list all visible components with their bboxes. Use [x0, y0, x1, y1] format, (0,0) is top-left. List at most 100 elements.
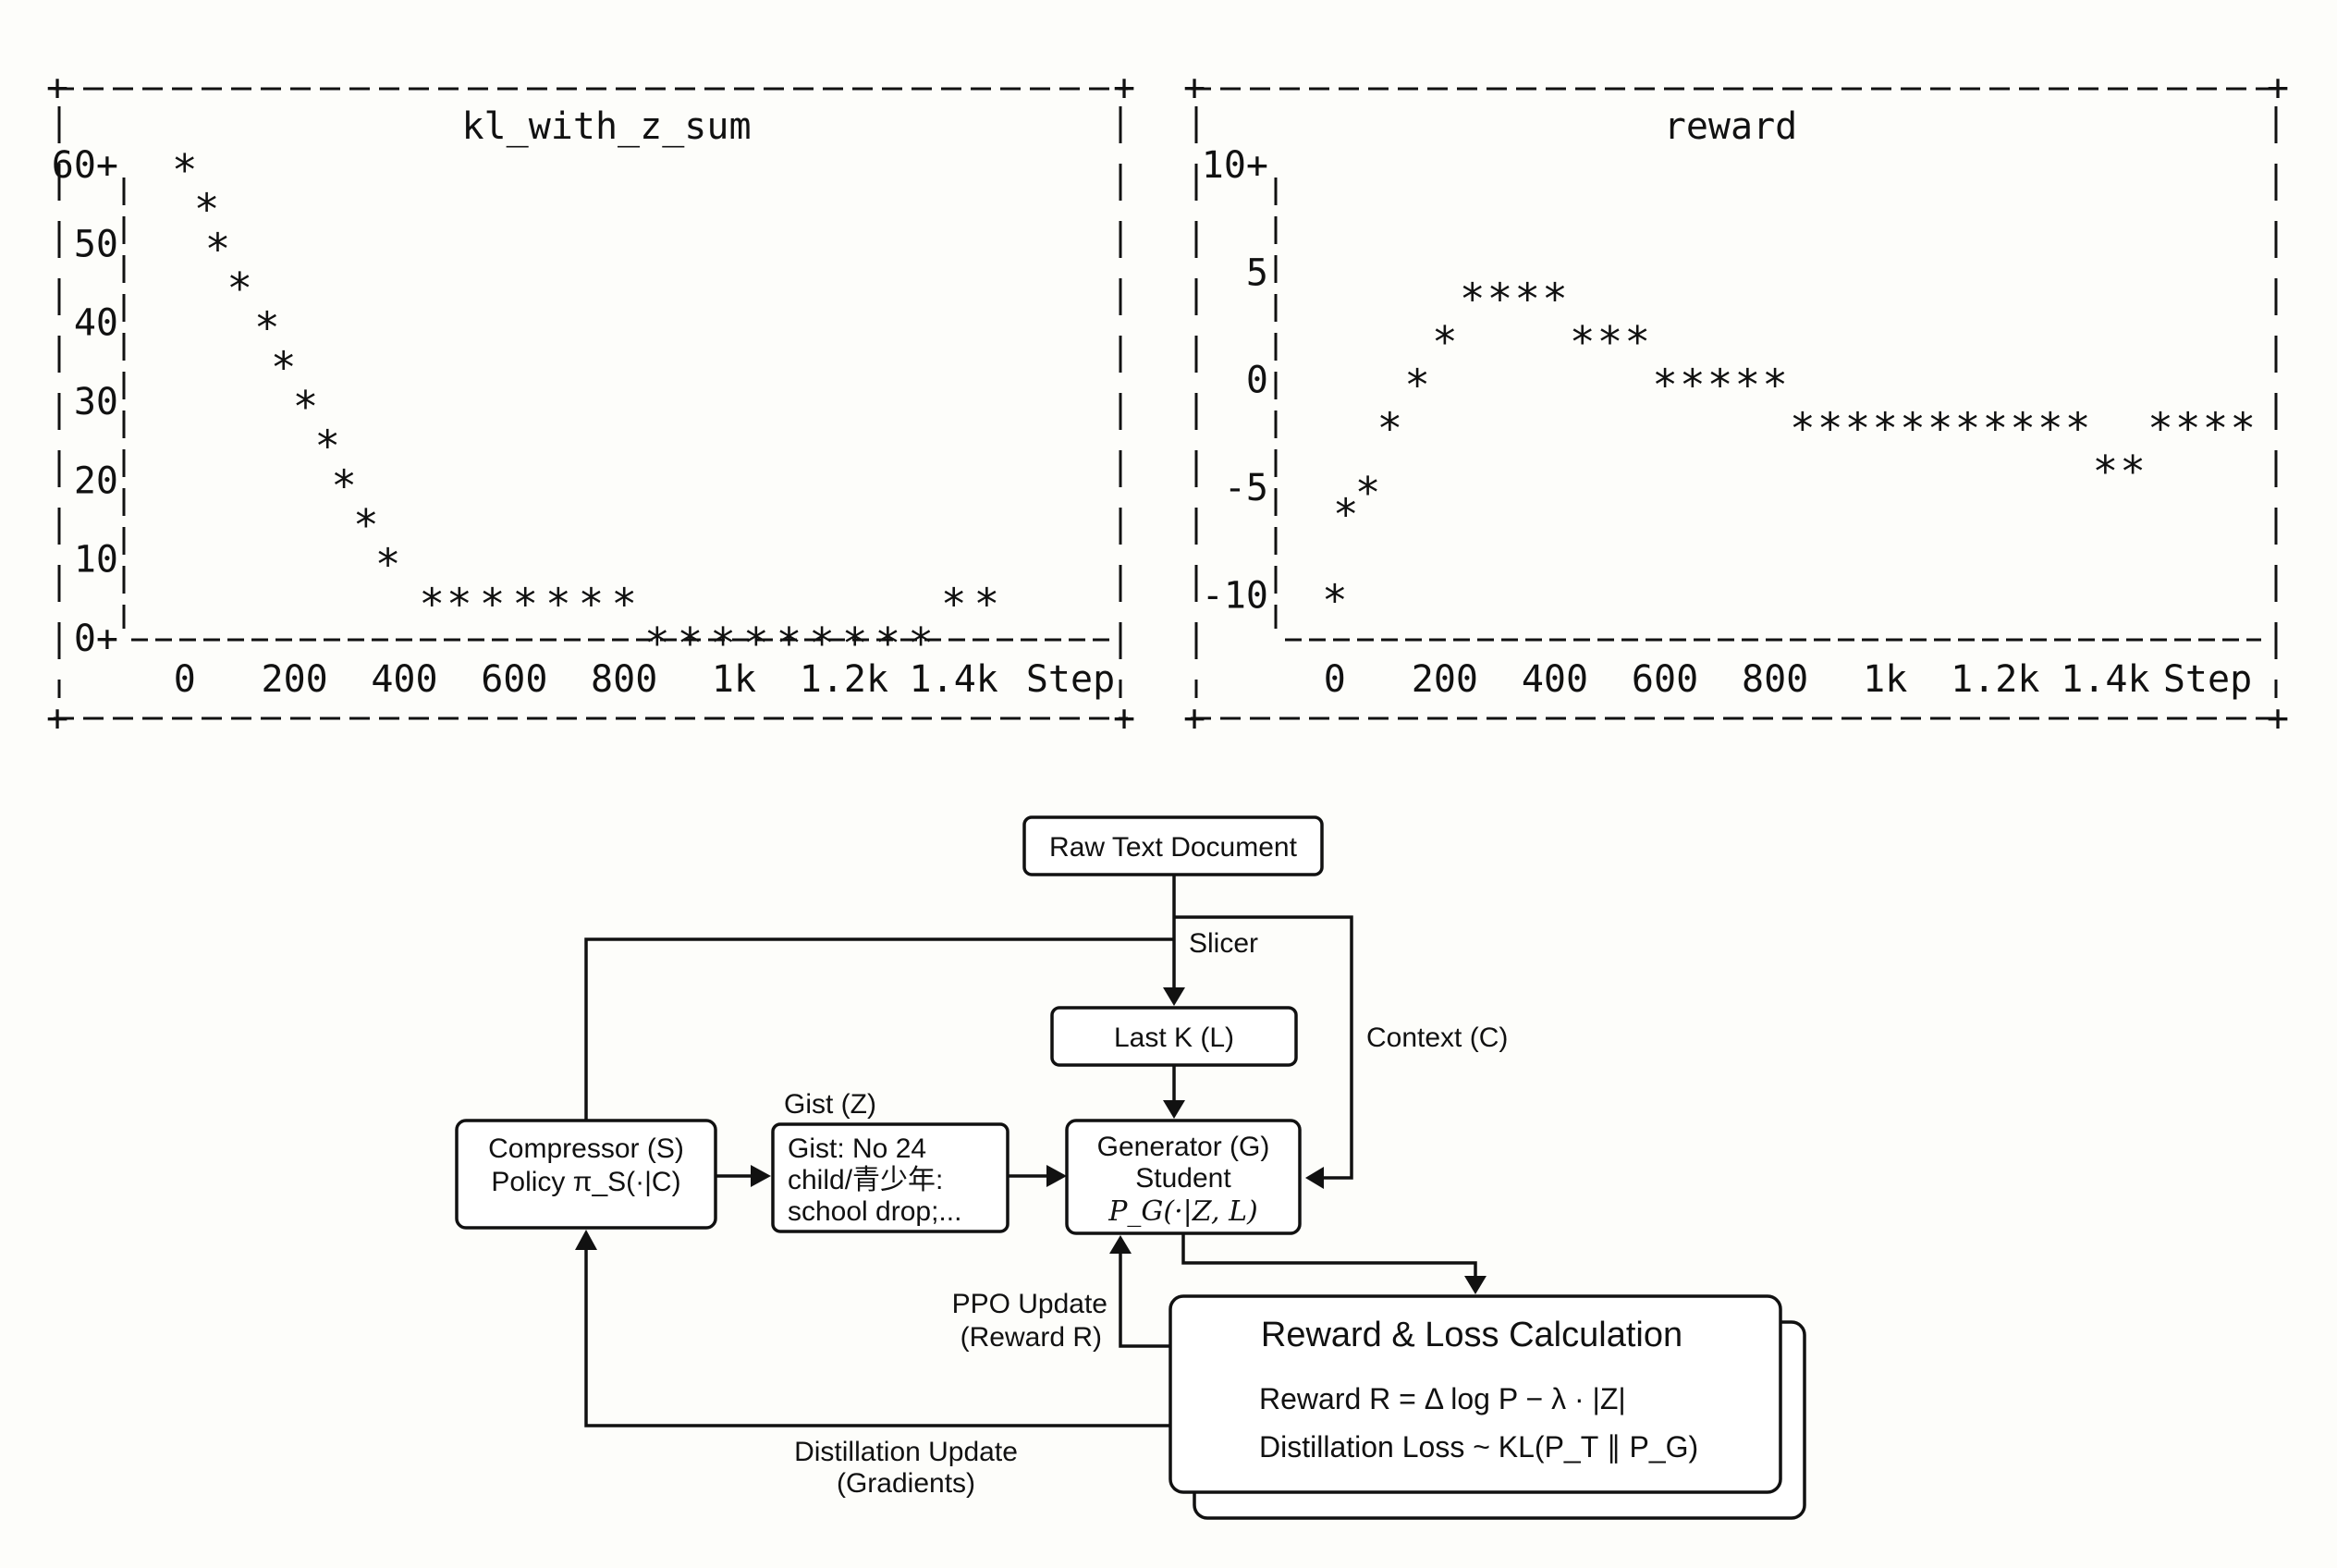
kl-x-tick-label: 0: [174, 658, 196, 701]
gist-node[interactable]: Gist: No 24 child/青少年: school drop;...: [771, 1122, 1009, 1233]
kl-point: *: [678, 619, 704, 668]
reward-point: *: [2037, 403, 2063, 453]
reward-point: *: [1927, 403, 1953, 453]
kl-x-tick-label: 400: [371, 658, 437, 701]
reward-panel[interactable]: Reward & Loss Calculation Reward R = Δ l…: [1168, 1294, 1782, 1494]
raw-text-node[interactable]: Raw Text Document: [1022, 815, 1324, 876]
compressor-policy: Policy π_S(·|C): [491, 1167, 680, 1197]
kl-point: *: [480, 579, 506, 629]
arrow-generator-to-reward: [1181, 1233, 1477, 1280]
gist-line-3: school drop;...: [788, 1196, 961, 1227]
gist-line-2: child/青少年:: [788, 1165, 943, 1195]
kl-points: *****************************: [172, 145, 999, 668]
reward-panel-title: Reward & Loss Calculation: [1261, 1316, 1682, 1354]
kl-point: *: [941, 579, 967, 629]
ppo-label-2: (Reward R): [960, 1322, 1102, 1353]
reward-x-axis-label: Step: [2163, 658, 2252, 701]
kl-point: *: [172, 145, 198, 195]
kl-point: *: [842, 619, 868, 668]
kl-y-tick-label: 0+: [74, 618, 118, 660]
reward-point: *: [2147, 403, 2173, 453]
reward-point: *: [1817, 403, 1843, 453]
reward-point: *: [2230, 403, 2256, 453]
arrowhead-context: [1305, 1167, 1324, 1189]
kl-point: *: [314, 422, 340, 472]
line-context-to-generator: [1174, 915, 1353, 1180]
reward-point: *: [1680, 361, 1706, 410]
kl-corner-tl: +: [46, 67, 68, 109]
kl-point: *: [226, 263, 252, 313]
kl-point: *: [293, 382, 319, 432]
distillation-label-1: Distillation Update: [794, 1437, 1018, 1467]
last-k-node[interactable]: Last K (L): [1050, 1006, 1298, 1067]
kl-x-tick-label: 200: [261, 658, 327, 701]
kl-point: *: [875, 619, 901, 668]
ppo-label-1: PPO Update: [952, 1289, 1107, 1319]
reward-point: *: [1333, 489, 1359, 539]
kl-x-axis-label: Step: [1026, 658, 1115, 701]
reward-point: *: [1355, 468, 1381, 518]
kl-corner-bl: +: [46, 697, 68, 740]
generator-node[interactable]: Generator (G) Student P_G(·|Z, L): [1065, 1119, 1302, 1235]
reward-x-tick-label: 800: [1742, 658, 1808, 701]
kl-x-tick-label: 800: [591, 658, 657, 701]
reward-point: *: [2093, 447, 2119, 496]
reward-point: *: [1955, 403, 1981, 453]
kl-y-tick-label: 50: [74, 223, 118, 265]
reward-corner-tl: +: [1183, 67, 1205, 109]
reward-corner-tr: +: [2267, 67, 2289, 109]
reward-point: *: [1597, 317, 1623, 367]
arrowhead-generator-top: [1163, 1100, 1185, 1119]
reward-y-tick-label: -5: [1224, 467, 1268, 509]
reward-chart-title: reward: [1664, 105, 1798, 148]
kl-point: *: [545, 579, 571, 629]
reward-point: *: [1570, 317, 1596, 367]
arrowhead-compressor: [575, 1230, 597, 1250]
kl-y-tick-label: 20: [74, 459, 118, 502]
reward-x-tick-label: 200: [1412, 658, 1478, 701]
kl-point: *: [644, 619, 670, 668]
reward-point: *: [1514, 275, 1540, 325]
kl-x-tick-label: 1.2k: [800, 658, 888, 701]
gist-label: Gist (Z): [784, 1089, 876, 1120]
kl-point: *: [194, 185, 220, 235]
reward-x-tick-label: 1.4k: [2061, 658, 2149, 701]
slicer-label: Slicer: [1189, 928, 1258, 959]
arrow-distillation-update: [584, 1246, 1170, 1427]
kl-point: *: [331, 460, 357, 510]
kl-corner-tr: +: [1113, 67, 1135, 109]
last-k-label: Last K (L): [1114, 1023, 1234, 1053]
kl-point: *: [611, 579, 637, 629]
kl-y-tick-label: 40: [74, 302, 118, 345]
distillation-formula: Distillation Loss ~ KL(P_T ∥ P_G): [1259, 1430, 1698, 1464]
arrow-ppo-update: [1119, 1250, 1170, 1348]
reward-point: *: [1487, 275, 1513, 325]
reward-point: *: [1322, 575, 1348, 625]
kl-point: *: [579, 579, 605, 629]
kl-point: *: [419, 579, 445, 629]
reward-point: *: [1982, 403, 2008, 453]
kl-x-tick-label: 1k: [712, 658, 756, 701]
reward-point: *: [1377, 403, 1403, 453]
reward-point: *: [2120, 447, 2146, 496]
kl-corner-br: +: [1113, 697, 1135, 740]
reward-point: *: [1762, 361, 1788, 410]
reward-x-tick-label: 1k: [1863, 658, 1907, 701]
reward-point: *: [2203, 403, 2229, 453]
reward-point: *: [1404, 361, 1430, 410]
generator-subtitle: Student: [1135, 1163, 1231, 1194]
reward-y-tick-label: 10+: [1202, 144, 1268, 187]
kl-x-tick-label: 1.4k: [910, 658, 998, 701]
kl-point: *: [777, 619, 802, 668]
reward-point: *: [1900, 403, 1926, 453]
reward-x-tick-label: 1.2k: [1951, 658, 2039, 701]
kl-y-tick-label: 30: [74, 381, 118, 423]
generator-formula: P_G(·|Z, L): [1107, 1195, 1258, 1228]
reward-x-tick-label: 600: [1632, 658, 1698, 701]
kl-y-tick-label: 10: [74, 539, 118, 582]
compressor-node[interactable]: Compressor (S) Policy π_S(·|C): [455, 1119, 717, 1230]
